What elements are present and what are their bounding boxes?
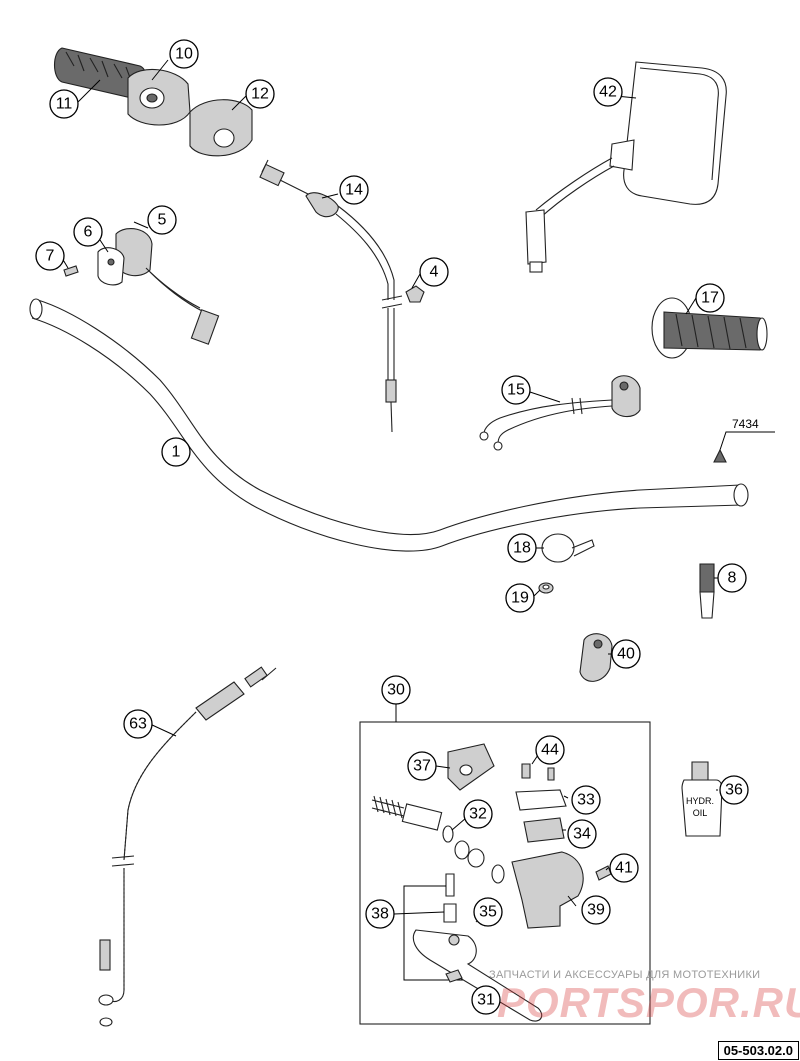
callout-1: 1 xyxy=(161,437,191,467)
callout-11: 11 xyxy=(49,89,79,119)
svg-text:42: 42 xyxy=(599,84,617,101)
callout-15: 15 xyxy=(501,375,531,405)
switch-15 xyxy=(479,375,641,451)
svg-text:11: 11 xyxy=(56,96,73,113)
svg-text:36: 36 xyxy=(725,782,743,799)
callout-39: 39 xyxy=(581,895,611,925)
callout-19: 19 xyxy=(505,583,535,613)
callout-38: 38 xyxy=(365,899,395,929)
svg-text:63: 63 xyxy=(129,716,147,733)
bottle-label-line1: HYDR. xyxy=(686,796,714,806)
throttle-housing xyxy=(127,68,191,126)
svg-text:4: 4 xyxy=(430,264,439,281)
svg-text:7: 7 xyxy=(46,248,55,265)
hydraulic-line xyxy=(98,666,277,1027)
svg-text:10: 10 xyxy=(175,46,193,63)
svg-text:8: 8 xyxy=(728,570,737,587)
right-grip xyxy=(651,297,768,359)
svg-text:18: 18 xyxy=(513,540,531,557)
callout-31: 31 xyxy=(471,985,501,1015)
bottle-label-line2: OIL xyxy=(693,808,708,818)
svg-text:5: 5 xyxy=(158,212,167,229)
svg-text:32: 32 xyxy=(469,806,487,823)
callout-33: 33 xyxy=(571,785,601,815)
handlebar xyxy=(29,298,749,552)
brush-8 xyxy=(699,563,715,619)
callout-4: 4 xyxy=(419,257,449,287)
cable-end-4 xyxy=(405,285,425,303)
watermark-caption: ЗАПЧАСТИ И АКСЕССУАРЫ ДЛЯ МОТОТЕХНИКИ xyxy=(489,969,761,981)
reference-note: 7434 xyxy=(732,417,759,431)
svg-text:41: 41 xyxy=(615,860,633,877)
callout-42: 42 xyxy=(593,77,623,107)
bracket-40 xyxy=(579,633,613,682)
callout-5: 5 xyxy=(147,205,177,235)
svg-text:1: 1 xyxy=(172,444,181,461)
master-cylinder-group xyxy=(359,704,651,1025)
svg-text:40: 40 xyxy=(617,646,635,663)
callout-35: 35 xyxy=(473,897,503,927)
callout-41: 41 xyxy=(609,853,639,883)
kill-switch xyxy=(63,228,220,345)
watermark-logo: PORTSPOR.RU xyxy=(497,979,800,1026)
svg-text:12: 12 xyxy=(251,86,269,103)
callout-10: 10 xyxy=(169,39,199,69)
reference-7434: 7434 xyxy=(713,417,775,463)
cable-tie xyxy=(541,533,595,563)
callout-17: 17 xyxy=(695,283,725,313)
callout-30: 30 xyxy=(381,675,411,705)
svg-text:44: 44 xyxy=(541,742,559,759)
svg-text:38: 38 xyxy=(371,906,389,923)
callout-32: 32 xyxy=(463,799,493,829)
callout-6: 6 xyxy=(73,217,103,247)
svg-text:17: 17 xyxy=(701,290,719,307)
svg-text:37: 37 xyxy=(413,758,431,775)
page-code: 05-503.02.0 xyxy=(717,1041,799,1060)
callout-44: 44 xyxy=(535,735,565,765)
callout-36: 36 xyxy=(719,775,749,805)
svg-text:6: 6 xyxy=(84,224,93,241)
callout-40: 40 xyxy=(611,639,641,669)
cable-14 xyxy=(259,159,403,433)
mirror xyxy=(525,61,727,273)
svg-text:34: 34 xyxy=(573,826,591,843)
nut-19 xyxy=(538,582,554,594)
callout-8: 8 xyxy=(717,563,747,593)
svg-text:19: 19 xyxy=(511,590,529,607)
hydraulic-oil-bottle: HYDR. OIL xyxy=(681,761,723,837)
throttle-cover xyxy=(189,99,253,157)
callout-34: 34 xyxy=(567,819,597,849)
callout-14: 14 xyxy=(339,175,369,205)
svg-text:39: 39 xyxy=(587,902,605,919)
callout-37: 37 xyxy=(407,751,437,781)
svg-text:35: 35 xyxy=(479,904,497,921)
callout-12: 12 xyxy=(245,79,275,109)
svg-text:31: 31 xyxy=(477,992,495,1009)
svg-text:15: 15 xyxy=(507,382,525,399)
svg-text:14: 14 xyxy=(345,182,363,199)
svg-text:33: 33 xyxy=(577,792,595,809)
callout-63: 63 xyxy=(123,709,153,739)
callout-7: 7 xyxy=(35,241,65,271)
callouts: 1 4 5 6 7 8 10 11 12 14 15 17 18 19 31 3… xyxy=(35,39,749,1015)
svg-text:30: 30 xyxy=(387,682,405,699)
callout-18: 18 xyxy=(507,533,537,563)
